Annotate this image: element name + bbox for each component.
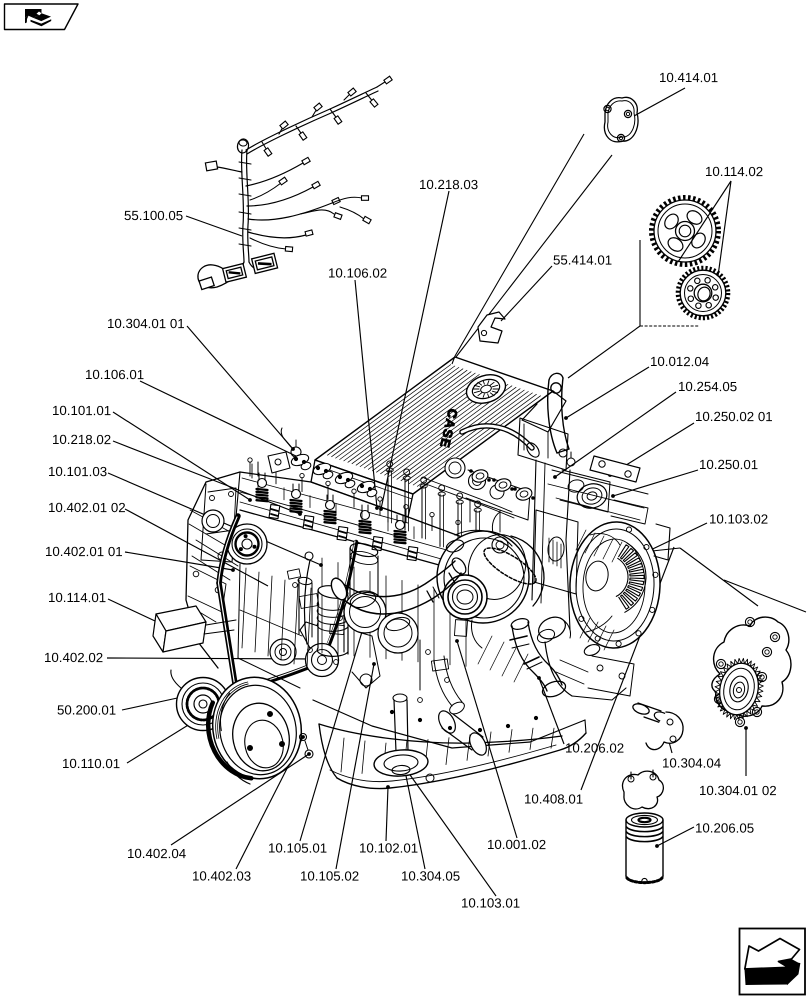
svg-text:10.012.04: 10.012.04 [650, 354, 709, 369]
svg-text:10.105.01: 10.105.01 [268, 841, 327, 856]
svg-text:10.218.03: 10.218.03 [419, 177, 478, 192]
svg-text:10.110.01: 10.110.01 [62, 756, 120, 771]
svg-text:55.414.01: 55.414.01 [553, 253, 612, 268]
svg-text:10.402.02: 10.402.02 [44, 650, 103, 665]
svg-text:10.402.01 01: 10.402.01 01 [45, 544, 123, 559]
svg-text:10.102.01: 10.102.01 [359, 841, 418, 856]
svg-text:10.106.02: 10.106.02 [328, 266, 387, 281]
svg-text:10.304.04: 10.304.04 [662, 756, 721, 771]
svg-text:50.200.01: 50.200.01 [57, 703, 116, 718]
svg-text:10.402.03: 10.402.03 [192, 869, 251, 884]
svg-text:10.101.01: 10.101.01 [52, 403, 111, 418]
svg-text:10.001.02: 10.001.02 [487, 837, 546, 852]
svg-text:10.114.02: 10.114.02 [705, 164, 763, 179]
svg-text:10.101.03: 10.101.03 [48, 464, 107, 479]
svg-text:10.304.01 02: 10.304.01 02 [699, 783, 777, 798]
svg-text:10.250.02 01: 10.250.02 01 [695, 409, 773, 424]
svg-text:10.114.01: 10.114.01 [48, 590, 106, 605]
svg-text:10.254.05: 10.254.05 [678, 379, 737, 394]
svg-text:10.414.01: 10.414.01 [659, 70, 718, 85]
svg-text:10.250.01: 10.250.01 [699, 457, 758, 472]
svg-text:10.106.01: 10.106.01 [85, 367, 144, 382]
svg-text:10.105.02: 10.105.02 [300, 869, 359, 884]
svg-text:10.304.01 01: 10.304.01 01 [107, 316, 185, 331]
svg-text:10.103.02: 10.103.02 [709, 512, 768, 527]
svg-text:10.304.05: 10.304.05 [401, 869, 460, 884]
svg-text:10.206.02: 10.206.02 [565, 741, 624, 756]
svg-text:10.402.04: 10.402.04 [127, 846, 186, 861]
svg-text:10.103.01: 10.103.01 [461, 896, 520, 911]
svg-text:10.402.01 02: 10.402.01 02 [48, 500, 126, 515]
svg-text:10.206.05: 10.206.05 [695, 821, 754, 836]
svg-text:10.408.01: 10.408.01 [524, 792, 583, 807]
svg-text:55.100.05: 55.100.05 [124, 208, 183, 223]
svg-text:10.218.02: 10.218.02 [52, 432, 111, 447]
